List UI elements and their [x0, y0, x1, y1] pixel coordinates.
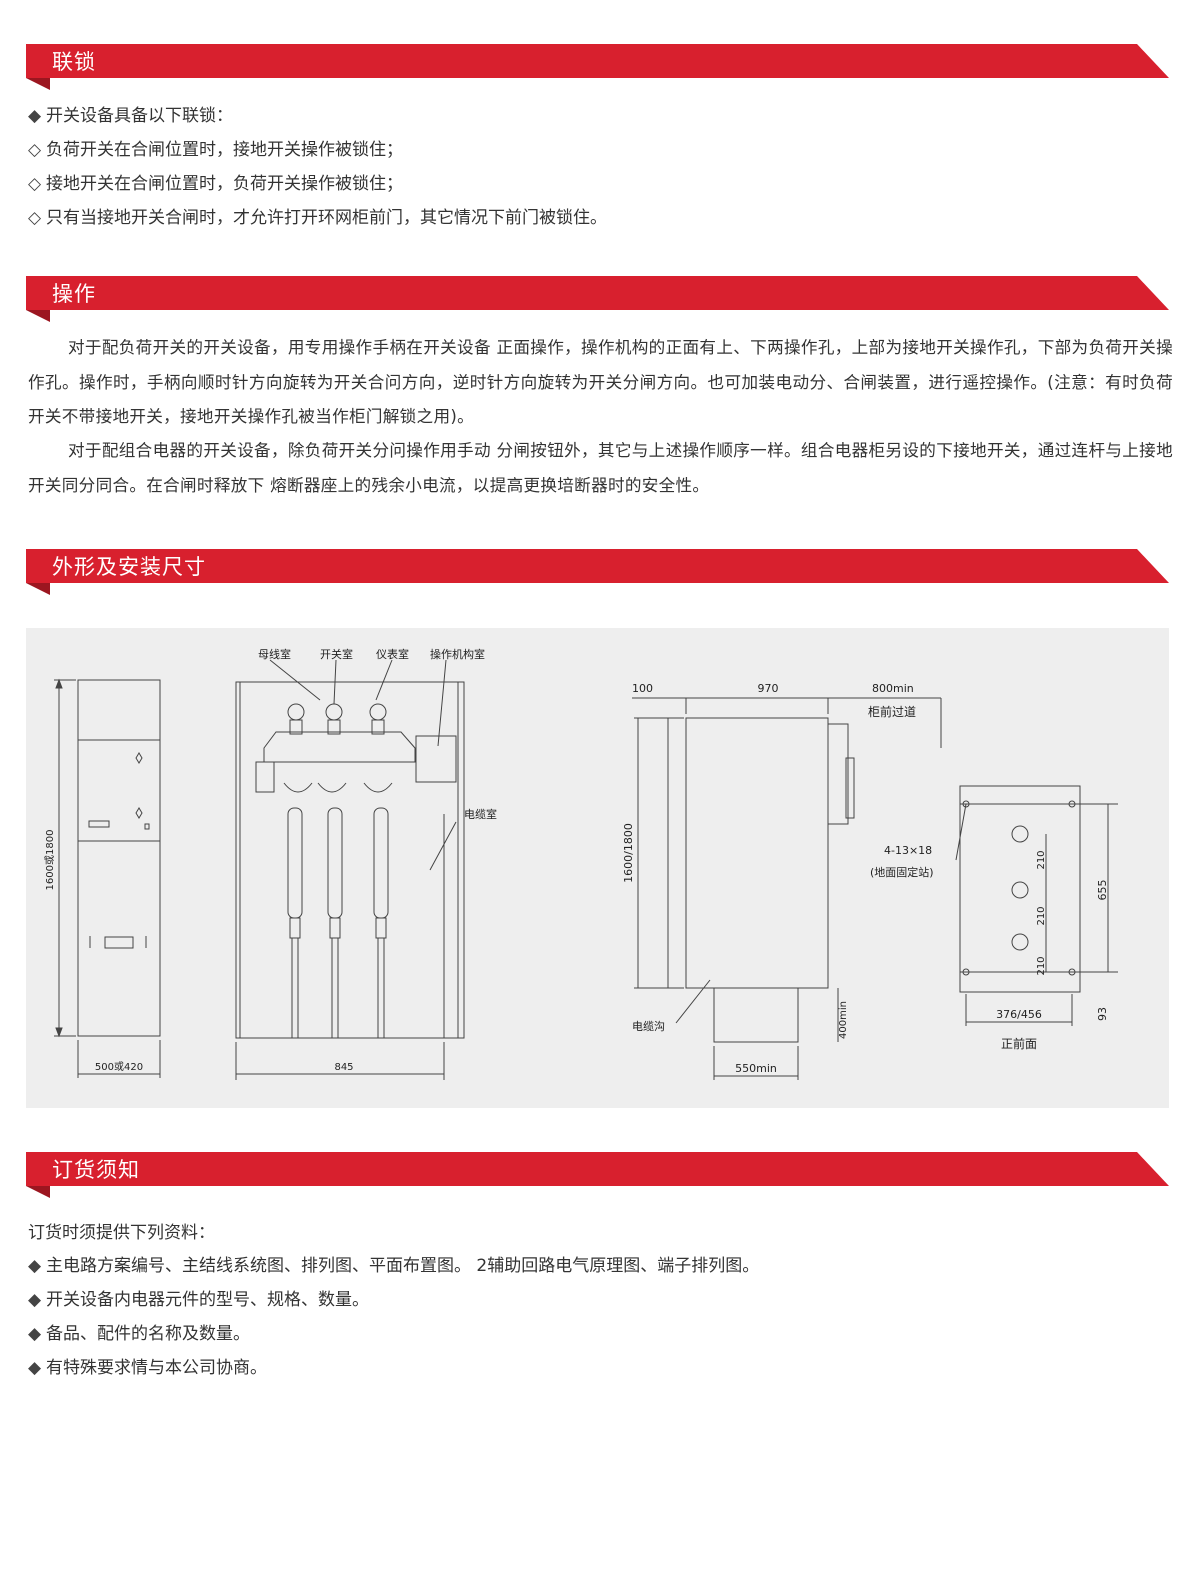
- list-item-text: 接地开关在合闸位置时，负荷开关操作被锁住；: [46, 174, 403, 194]
- diamond-filled-icon: ◆: [28, 106, 42, 126]
- dimension-drawing: 1600或1800 500或420: [26, 628, 1169, 1108]
- list-item-text: 开关设备内电器元件的型号、规格、数量。: [46, 1290, 369, 1310]
- diamond-outline-icon: ◇: [28, 174, 42, 194]
- diamond-filled-icon: ◆: [28, 1290, 42, 1310]
- dim-spacing-2: 210: [1036, 906, 1047, 925]
- list-item: ◆主电路方案编号、主结线系统图、排列图、平面布置图。 2辅助回路电气原理图、端子…: [28, 1249, 759, 1283]
- label-switch-room: 开关室: [320, 647, 353, 661]
- diamond-outline-icon: ◇: [28, 140, 42, 160]
- dim-400min: 400min: [838, 1001, 849, 1039]
- section-banner-operation: 操作: [26, 276, 1169, 322]
- section-banner-dimensions: 外形及安装尺寸: [26, 549, 1169, 595]
- dim-376-456: 376/456: [996, 1008, 1042, 1021]
- side-width-label: 845: [334, 1062, 353, 1073]
- dim-93: 93: [1096, 1007, 1109, 1021]
- label-holes: 4-13×18: [884, 844, 932, 857]
- list-item: ◆有特殊要求情与本公司协商。: [28, 1351, 759, 1385]
- list-item: ◆开关设备内电器元件的型号、规格、数量。: [28, 1283, 759, 1317]
- operation-paragraph-2: 对于配组合电器的开关设备，除负荷开关分问操作用手动 分闸按钮外，其它与上述操作顺…: [28, 441, 1173, 495]
- front-view: [54, 678, 161, 1078]
- list-item: ◆开关设备具备以下联锁：: [28, 99, 607, 133]
- section-title-operation: 操作: [52, 282, 96, 306]
- list-item-text: 只有当接地开关合闸时，才允许打开环网柜前门，其它情况下前门被锁住。: [46, 208, 607, 228]
- dim-550min: 550min: [735, 1062, 777, 1075]
- diamond-outline-icon: ◇: [28, 208, 42, 228]
- dim-800min: 800min: [872, 682, 914, 695]
- order-intro: 订货时须提供下列资料：: [28, 1223, 215, 1243]
- diamond-filled-icon: ◆: [28, 1358, 42, 1378]
- front-width-label: 500或420: [95, 1061, 143, 1073]
- list-item: ◇接地开关在合闸位置时，负荷开关操作被锁住；: [28, 167, 607, 201]
- dim-spacing-1: 210: [1036, 850, 1047, 869]
- list-item-text: 主电路方案编号、主结线系统图、排列图、平面布置图。 2辅助回路电气原理图、端子排…: [46, 1256, 760, 1276]
- label-front-aisle: 柜前过道: [868, 704, 916, 719]
- section-title-order: 订货须知: [52, 1158, 140, 1182]
- operation-paragraph-1: 对于配负荷开关的开关设备，用专用操作手柄在开关设备 正面操作，操作机构的正面有上…: [28, 338, 1173, 426]
- dim-spacing-3: 210: [1036, 956, 1047, 975]
- label-busbar-room: 母线室: [258, 647, 291, 661]
- label-meter-room: 仪表室: [376, 647, 409, 661]
- label-mechanism-room: 操作机构室: [430, 647, 485, 661]
- list-item-text: 开关设备具备以下联锁：: [46, 106, 233, 126]
- list-item-text: 有特殊要求情与本公司协商。: [46, 1358, 267, 1378]
- section-title-dimensions: 外形及安装尺寸: [52, 555, 206, 579]
- dim-970: 970: [758, 682, 779, 695]
- section-banner-interlock: 联锁: [26, 44, 1169, 90]
- dim-655: 655: [1096, 880, 1109, 901]
- interlock-list: ◆开关设备具备以下联锁： ◇负荷开关在合闸位置时，接地开关操作被锁住； ◇接地开…: [28, 99, 607, 235]
- section-title-interlock: 联锁: [52, 50, 96, 74]
- order-list: ◆主电路方案编号、主结线系统图、排列图、平面布置图。 2辅助回路电气原理图、端子…: [28, 1249, 759, 1385]
- side-view: [235, 659, 465, 1080]
- list-item: ◆备品、配件的名称及数量。: [28, 1317, 759, 1351]
- section-banner-order: 订货须知: [26, 1152, 1169, 1198]
- diamond-filled-icon: ◆: [28, 1324, 42, 1344]
- install-view: [632, 697, 942, 1080]
- install-height-label: 1600/1800: [622, 823, 635, 883]
- front-height-label: 1600或1800: [44, 830, 56, 891]
- list-item-text: 备品、配件的名称及数量。: [46, 1324, 250, 1344]
- list-item-text: 负荷开关在合闸位置时，接地开关操作被锁住；: [46, 140, 403, 160]
- plan-view: [955, 785, 1118, 1026]
- label-holes-note: (地面固定站): [870, 865, 934, 879]
- label-cable-trench: 电缆沟: [632, 1020, 665, 1033]
- list-item: ◇只有当接地开关合闸时，才允许打开环网柜前门，其它情况下前门被锁住。: [28, 201, 607, 235]
- dim-100: 100: [632, 682, 653, 695]
- label-cable-room: 电缆室: [464, 807, 497, 821]
- list-item: ◇负荷开关在合闸位置时，接地开关操作被锁住；: [28, 133, 607, 167]
- label-front-face: 正前面: [1001, 1036, 1037, 1051]
- diamond-filled-icon: ◆: [28, 1256, 42, 1276]
